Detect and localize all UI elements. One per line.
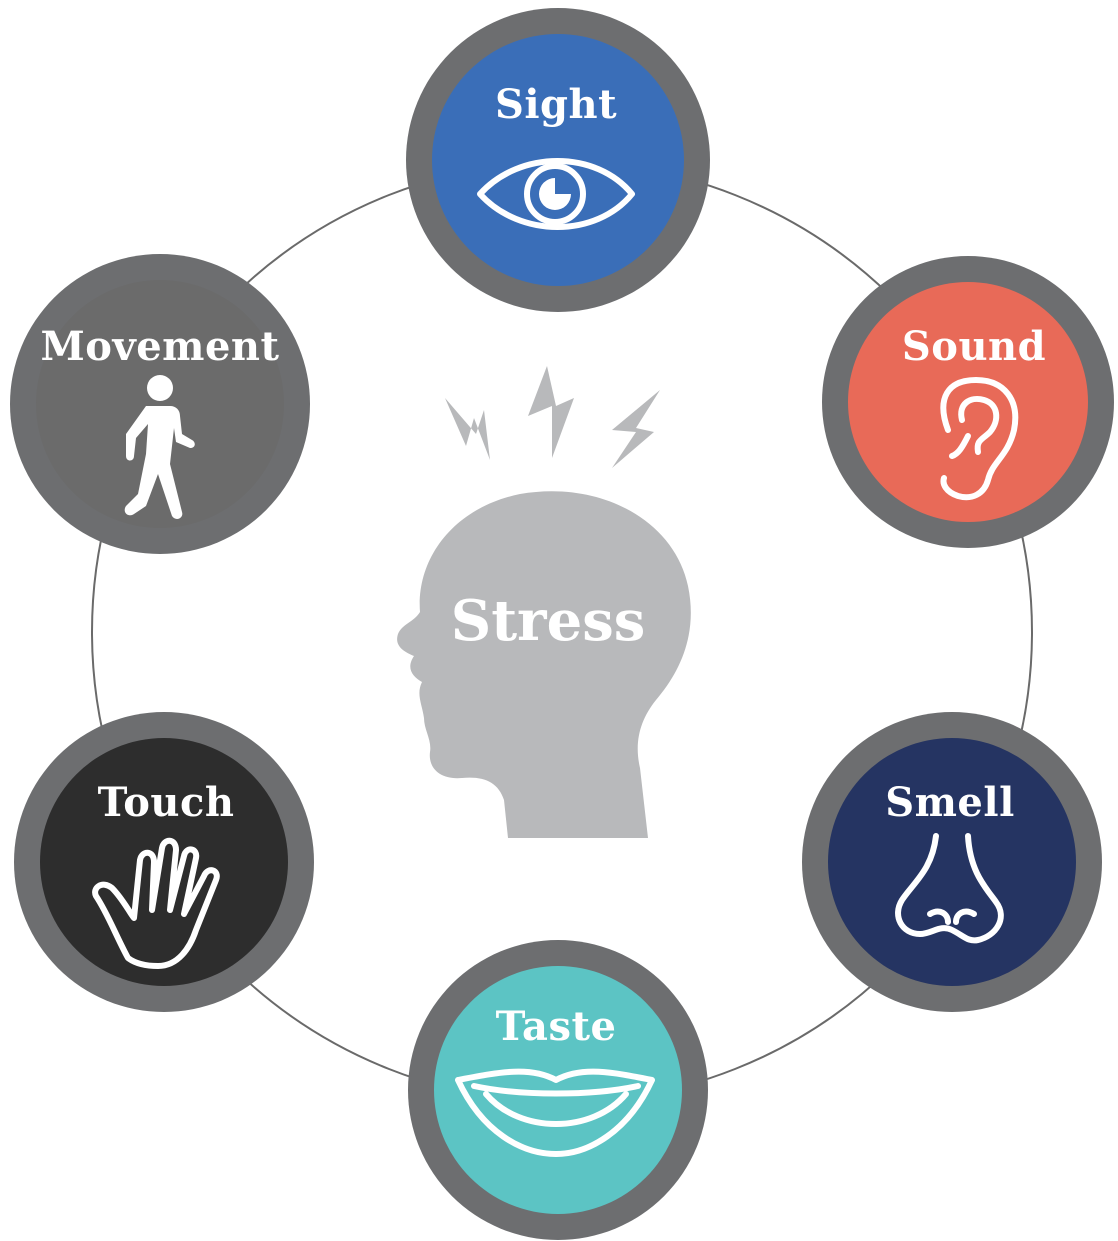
center-label: Stress [451, 588, 646, 654]
lightning-bolts-icon [445, 366, 660, 468]
sense-node-sound: Sound [822, 256, 1114, 548]
eye-icon [477, 158, 635, 230]
sense-node-movement: Movement [10, 254, 310, 554]
sense-label-sound: Sound [902, 323, 1046, 370]
ear-icon [940, 377, 1019, 501]
center-stress: Stress [397, 366, 691, 838]
movement-fill [36, 280, 284, 528]
taste-fill [434, 966, 682, 1214]
sense-label-taste: Taste [496, 1003, 617, 1050]
walking-person-icon [124, 375, 195, 519]
sense-node-taste: Taste [408, 940, 708, 1240]
hand-icon [92, 837, 220, 969]
touch-fill [40, 738, 288, 986]
sense-label-touch: Touch [98, 779, 235, 826]
mouth-icon [455, 1068, 655, 1157]
sense-label-sight: Sight [495, 81, 617, 128]
sense-node-touch: Touch [14, 712, 314, 1012]
head-profile-icon [397, 491, 691, 838]
smell-fill [828, 738, 1076, 986]
sense-node-sight: Sight [406, 8, 710, 312]
sense-label-smell: Smell [885, 779, 1015, 826]
sense-label-movement: Movement [41, 323, 280, 370]
nose-icon [895, 833, 1004, 944]
sense-node-smell: Smell [802, 712, 1102, 1012]
